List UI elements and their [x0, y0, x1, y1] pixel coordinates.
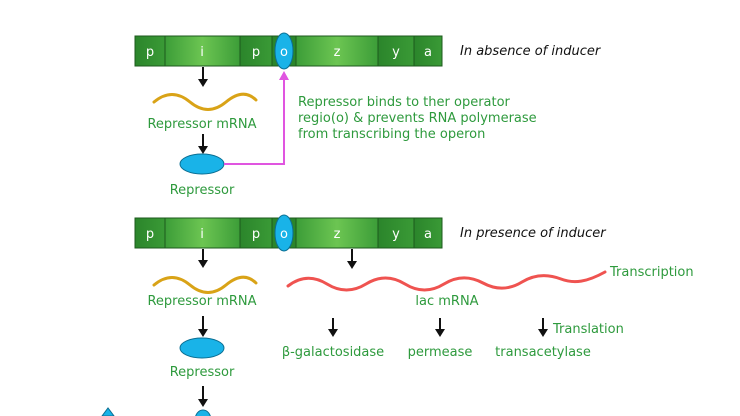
bottom-repressor-protein	[179, 337, 225, 359]
bottom-repressor-mrna-wave	[152, 275, 258, 294]
bottom-segment-a-label: a	[424, 227, 432, 242]
bottom-segment-y-label: y	[392, 227, 400, 242]
top-segment-z-box	[295, 35, 379, 67]
top-operator-repressor-bound	[274, 32, 294, 70]
top-segment-i-label: i	[200, 45, 204, 60]
bottom-segment-p-label: p	[146, 227, 154, 242]
repressor-inducer-complex-partial	[195, 409, 211, 416]
top-binding-arrow	[224, 71, 289, 165]
bottom-segment-y-box	[377, 217, 415, 249]
top-segment-p2-label: p	[252, 45, 260, 60]
bottom-segment-p2-label: p	[252, 227, 260, 242]
bottom-repressor-mrna-label: Repressor mRNA	[147, 294, 256, 309]
top-segment-a-box	[413, 35, 443, 67]
bottom-gene-bar: p i p o z y a	[134, 214, 443, 252]
top-segment-a-label: a	[424, 45, 432, 60]
top-segment-z-label: z	[334, 45, 341, 60]
top-condition-label: In absence of inducer	[460, 44, 602, 59]
top-repressor-mrna-wave	[152, 92, 258, 111]
lac-mrna-label: lac mRNA	[415, 294, 478, 309]
top-panel: p i p o z y a In absence of inducer Repr…	[134, 32, 602, 198]
bottom-down-arrow-2	[198, 316, 208, 337]
bottom-panel: p i p o z y a In presence of inducer Rep…	[101, 214, 694, 416]
bottom-transcription-arrow	[347, 249, 357, 269]
top-repressor-protein	[179, 153, 225, 175]
translation-arrow-3	[538, 318, 548, 337]
transcription-label: Transcription	[609, 265, 694, 280]
bottom-segment-z-label: z	[334, 227, 341, 242]
bottom-down-arrow-3	[198, 386, 208, 407]
top-binding-note-line-3: from transcribing the operon	[298, 127, 485, 142]
top-binding-note-line-2: regio(o) & prevents RNA polymerase	[298, 111, 537, 126]
translation-arrow-1	[328, 318, 338, 337]
bottom-operator-region	[274, 214, 294, 252]
translation-label: Translation	[552, 322, 624, 337]
bottom-segment-i-box	[164, 217, 241, 249]
top-binding-note-line-1: Repressor binds to ther operator	[298, 95, 511, 110]
enzyme-permease: permease	[408, 345, 473, 360]
bottom-segment-o-label: o	[280, 227, 288, 242]
inducer-shape-partial	[101, 407, 115, 416]
top-down-arrow-1	[198, 67, 208, 87]
top-segment-y-box	[377, 35, 415, 67]
top-segment-o-label: o	[280, 45, 288, 60]
translation-arrow-2	[435, 318, 445, 337]
bottom-repressor-label: Repressor	[170, 365, 235, 380]
enzyme-transacetylase: transacetylase	[495, 345, 591, 360]
bottom-segment-i-label: i	[200, 227, 204, 242]
bottom-down-arrow-1	[198, 249, 208, 268]
top-repressor-mrna-label: Repressor mRNA	[147, 117, 256, 132]
top-segment-p-box	[134, 35, 166, 67]
top-segment-i-box	[164, 35, 241, 67]
top-repressor-label: Repressor	[170, 183, 235, 198]
enzyme-beta-galactosidase: β-galactosidase	[282, 345, 384, 360]
top-segment-p2-box	[239, 35, 273, 67]
top-segment-p-label: p	[146, 45, 154, 60]
bottom-condition-label: In presence of inducer	[460, 226, 607, 241]
top-down-arrow-2	[198, 134, 208, 154]
top-segment-y-label: y	[392, 45, 400, 60]
lac-mrna-wave	[286, 270, 607, 292]
top-gene-bar: p i p o z y a	[134, 32, 443, 70]
bottom-segment-a-box	[413, 217, 443, 249]
